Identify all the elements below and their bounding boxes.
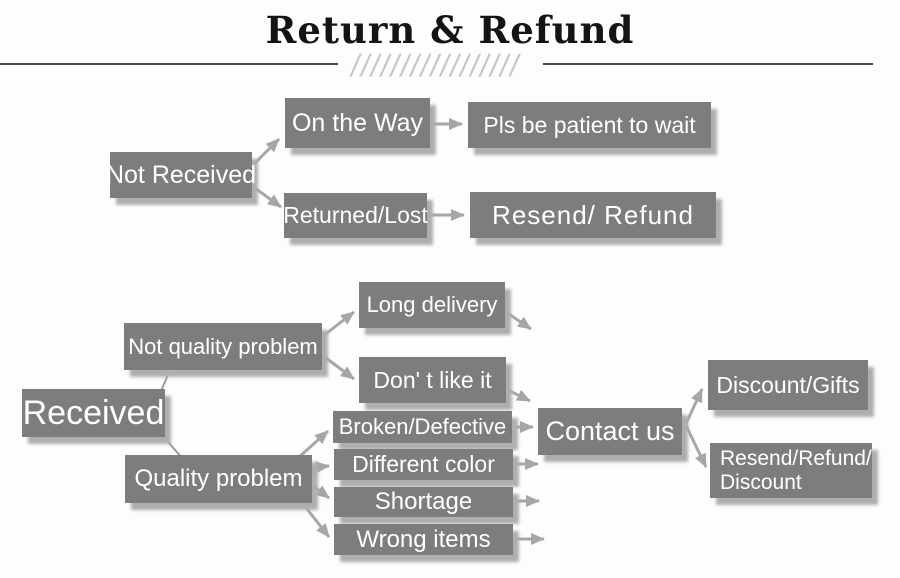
node-returned-lost: Returned/Lost (283, 193, 428, 238)
page-title: Return & Refund (265, 8, 635, 52)
arrow-notquality-dontlike (317, 350, 355, 381)
node-resend-refund-discount-line1: Resend/Refund/ (720, 446, 872, 470)
arrow-contact-resenddiscount (677, 410, 708, 468)
node-pls-be-patient: Pls be patient to wait (468, 102, 711, 148)
arrow-notreceived-ontheway (246, 137, 281, 172)
node-dont-like-it: Don' t like it (359, 357, 506, 403)
node-broken-defective: Broken/Defective (333, 411, 512, 443)
node-not-quality-problem: Not quality problem (124, 323, 322, 370)
node-different-color: Different color (334, 449, 513, 480)
node-resend-refund-discount-line2: Discount (720, 470, 802, 494)
node-received: Received (22, 389, 165, 437)
arrow-contact-discountgifts (677, 388, 704, 440)
node-not-received: Not Received (106, 152, 256, 198)
arrow-quality-wrongitems (298, 499, 331, 538)
node-wrong-items: Wrong items (334, 524, 513, 555)
arrow-notreceived-returnedlost (247, 181, 282, 209)
connector-received-notquality (160, 369, 171, 392)
node-contact-us: Contact us (538, 408, 682, 455)
arrow-longdelivery-out (499, 306, 532, 331)
node-resend-refund-discount: Resend/Refund/ Discount (710, 443, 872, 498)
arrow-quality-broken (296, 429, 330, 460)
node-quality-problem: Quality problem (125, 455, 312, 503)
node-on-the-way: On the Way (285, 98, 430, 148)
node-long-delivery: Long delivery (359, 282, 505, 328)
divider-line-right (543, 63, 873, 65)
node-shortage: Shortage (334, 487, 513, 517)
node-resend-refund: Resend/ Refund (470, 192, 716, 238)
divider-line-left (0, 63, 338, 65)
arrow-notquality-longdelivery (317, 310, 355, 342)
connector-received-quality (162, 435, 183, 459)
node-discount-gifts: Discount/Gifts (708, 360, 868, 410)
